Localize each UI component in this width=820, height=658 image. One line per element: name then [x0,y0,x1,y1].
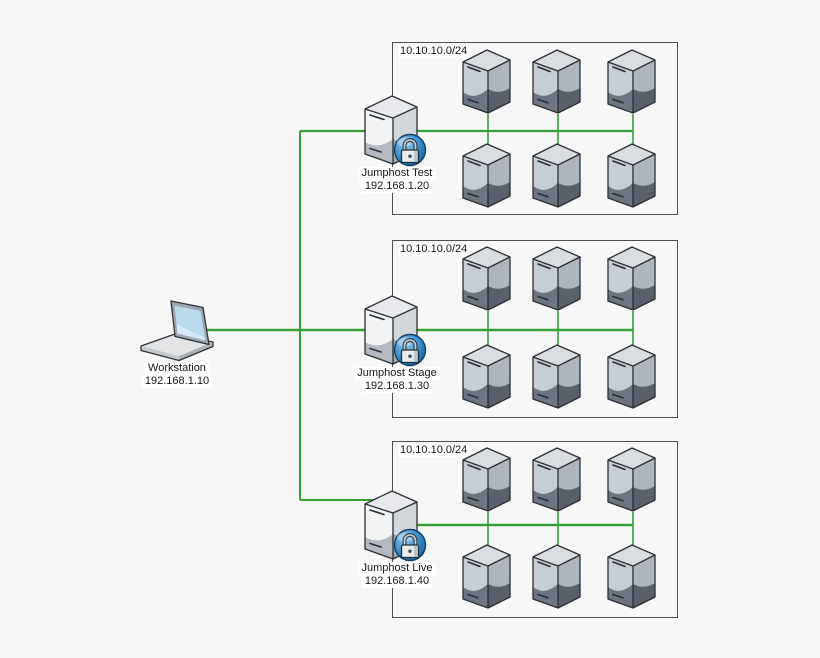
subnet-label: 10.10.10.0/24 [398,45,470,58]
jumphost-test-icon [363,94,428,168]
server-icon [532,344,581,409]
server-icon [462,447,511,512]
jumphost-live-icon [363,489,428,563]
server-icon [462,344,511,409]
jumphost-stage-icon [363,294,428,368]
server-icon [462,143,511,208]
subnet-label: 10.10.10.0/24 [398,243,470,256]
server-icon [532,49,581,114]
jumphost-ip: 192.168.1.40 [361,575,433,588]
jumphost-ip: 192.168.1.30 [361,380,433,393]
server-icon [607,143,656,208]
server-icon [532,447,581,512]
server-icon [607,447,656,512]
server-icon [532,246,581,311]
server-icon [532,544,581,609]
jumphost-test-label: Jumphost Test 192.168.1.20 [358,167,436,193]
jumphost-ip: 192.168.1.20 [361,180,433,193]
server-icon [462,544,511,609]
server-icon [532,143,581,208]
server-icon [462,246,511,311]
jumphost-stage-label: Jumphost Stage 192.168.1.30 [354,367,440,393]
server-icon [462,49,511,114]
server-icon [607,544,656,609]
workstation-name: Workstation [145,362,209,375]
jumphost-name: Jumphost Test [358,167,436,180]
workstation-laptop-icon [140,300,214,362]
jumphost-live-label: Jumphost Live 192.168.1.40 [358,562,436,588]
jumphost-name: Jumphost Live [358,562,436,575]
jumphost-name: Jumphost Stage [354,367,440,380]
workstation-label: Workstation 192.168.1.10 [141,362,213,388]
server-icon [607,344,656,409]
subnet-label: 10.10.10.0/24 [398,444,470,457]
subnet-box-live: 10.10.10.0/24 [392,441,678,618]
workstation-ip: 192.168.1.10 [141,375,213,388]
server-icon [607,49,656,114]
server-icon [607,246,656,311]
